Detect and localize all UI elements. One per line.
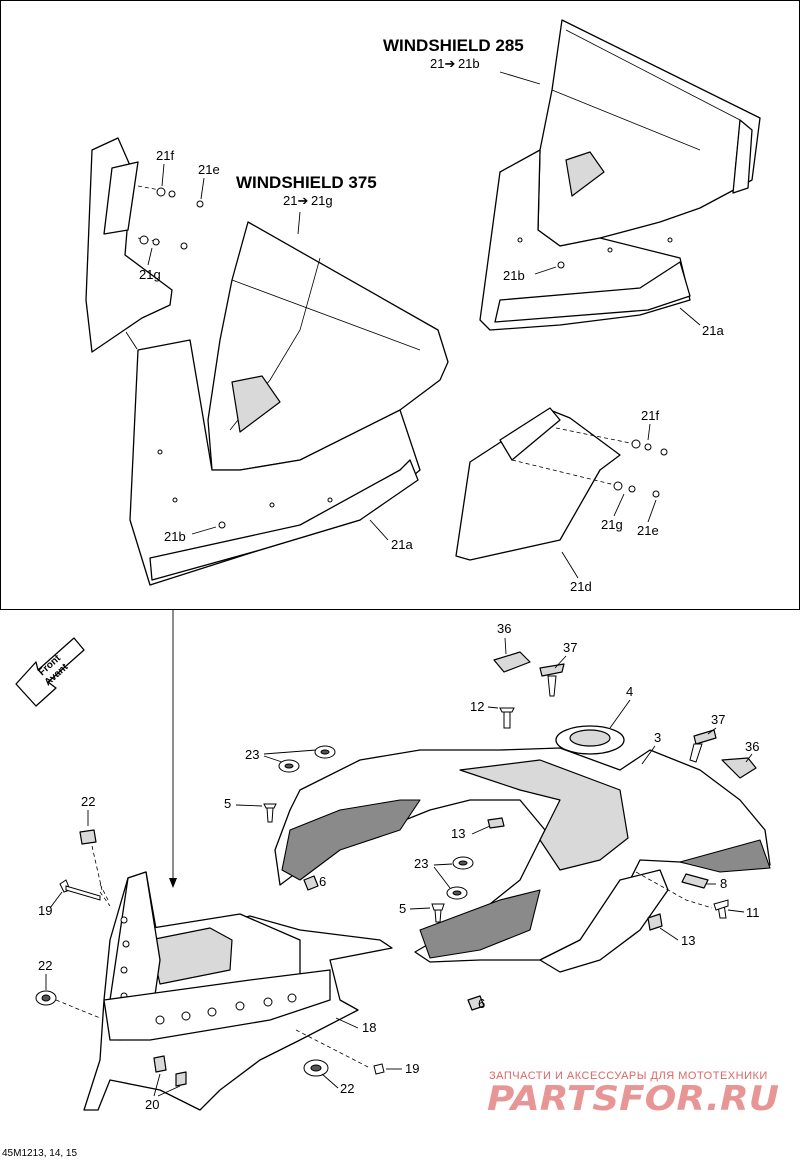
windshield-285-vent [565,151,605,197]
console-assembly: 4 3 [274,684,771,973]
callout-37-left: 37 [563,640,577,655]
hardware-top: 36 37 12 37 36 [470,621,759,779]
callout-21f-left: 21f [156,148,174,163]
screw-5-mid [434,909,442,923]
callout-22-right: 22 [340,1081,354,1096]
callout-21e-right: 21e [637,523,659,538]
callout-3: 3 [654,730,661,745]
callout-8: 8 [720,876,727,891]
rivet-11 [713,899,729,911]
callout-12: 12 [470,699,484,714]
front-direction-arrow: Front Avant [15,637,85,707]
callout-21d: 21d [570,579,592,594]
callout-22-top: 22 [81,794,95,809]
clip-20-a [153,1055,167,1073]
side-panel-21c [85,137,173,353]
part-36-right [721,757,757,779]
callout-18: 18 [362,1020,376,1035]
callout-6-top: 6 [319,874,326,889]
hardware-lower-body: 22 19 22 22 19 20 [35,794,419,1112]
console-left-edge [281,799,421,881]
screw-5-top [266,807,274,823]
callout-5-mid: 5 [399,901,406,916]
callout-36-left: 36 [497,621,511,636]
callout-23-top: 23 [245,747,259,762]
watermark-tagline: ЗАПЧАСТИ И АКСЕССУАРЫ ДЛЯ МОТОТЕХНИКИ [489,1070,768,1082]
callout-21f-right: 21f [641,408,659,423]
part-37-left [539,663,565,677]
clip-22-top [79,829,97,845]
callout-21a-mid: 21a [391,537,413,552]
console-lower-edge [419,889,541,959]
windshield-375-assembly: WINDSHIELD 375 21➔ 21g 21b 21a [129,173,449,586]
callout-21e-left: 21e [198,162,220,177]
watermark: ЗАПЧАСТИ И АКСЕССУАРЫ ДЛЯ МОТОТЕХНИКИ PA… [487,1070,779,1119]
callout-36-right: 36 [745,739,759,754]
screw-19-right [373,1063,385,1075]
side-deflector-right: 21f 21g 21e 21d [455,407,668,594]
windshield-375-lower-trim [149,459,419,581]
callout-23-mid: 23 [414,856,428,871]
callout-13-top: 13 [451,826,465,841]
clip-20-b [175,1071,187,1087]
hardware-console-left: 23 5 6 13 [224,745,505,891]
windshield-375-title: WINDSHIELD 375 [236,173,377,192]
lower-body-assembly: 18 [83,871,393,1111]
windshield-375-glass [207,221,449,471]
clip-6-mid [467,995,485,1011]
callout-21a-top: 21a [702,323,724,338]
clip-6-top [303,875,319,891]
screw-19-left [65,885,101,901]
callout-21b-top: 21b [503,268,525,283]
console-right-flap [539,869,669,973]
clip-13-top [487,817,505,829]
side-panel-bracket [103,161,139,235]
hardware-console-right: 23 5 6 8 11 13 [399,856,760,1011]
windshield-375-range: 21➔ 21g [283,193,333,208]
part-12-pin [503,711,511,729]
windshield-285-title: WINDSHIELD 285 [383,36,524,55]
callout-4: 4 [626,684,633,699]
console-tank-recess [459,759,629,871]
part-36-left [493,651,531,673]
callout-21g-left: 21g [139,267,161,282]
callout-19-left: 19 [38,903,52,918]
callout-6-mid: 6 [478,996,485,1011]
windshield-285-glass [537,19,761,247]
callout-37-right: 37 [711,712,725,727]
callout-19-right: 19 [405,1061,419,1076]
side-deflector-left: 21f 21e 21g 21c [85,137,220,365]
side-panel-21d [455,409,621,561]
callout-11: 11 [746,905,760,920]
callout-13-mid: 13 [681,933,695,948]
callout-20: 20 [145,1097,159,1112]
strip-8 [681,873,709,889]
part-37-right [693,729,717,745]
windshield-375-vent [231,375,281,433]
windshield-285-range: 21➔ 21b [430,56,480,71]
windshield-285-assembly: WINDSHIELD 285 21➔ 21b 21b 21a [383,19,761,338]
drawing-code: 45M1213, 14, 15 [2,1148,77,1159]
callout-5-top: 5 [224,796,231,811]
callout-21g-right: 21g [601,517,623,532]
watermark-brand: PARTSFOR.RU [487,1079,779,1119]
clip-13-mid [647,913,663,931]
callout-21b-mid: 21b [164,529,186,544]
callout-22-left: 22 [38,958,52,973]
windshield-285-lower-trim [494,261,691,323]
